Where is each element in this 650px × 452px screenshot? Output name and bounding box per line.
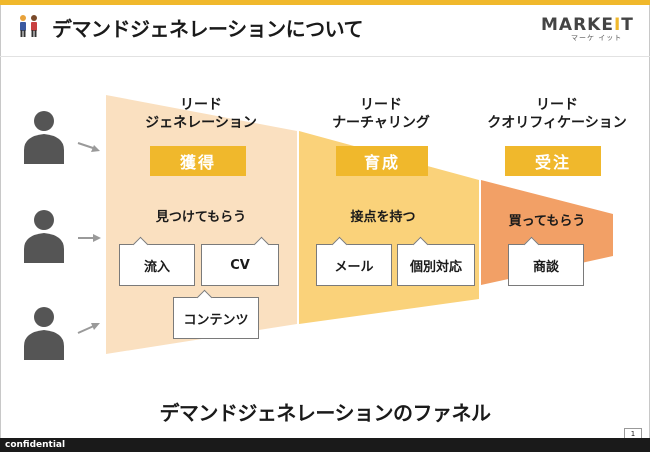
page-number: 1 — [624, 428, 642, 439]
tag-label: CV — [230, 257, 250, 273]
page-title: デマンドジェネレーションについて — [52, 17, 364, 41]
header-divider — [0, 56, 650, 57]
arrow-right-icon — [78, 234, 101, 242]
person-silhouette-icon — [24, 307, 64, 360]
tag-label: 商談 — [532, 259, 559, 275]
stage-subhead: 接点を持つ — [350, 210, 416, 225]
logo-subtitle: マーケ イット — [571, 34, 623, 42]
stage-title-line: リード — [535, 97, 578, 113]
tag-label: メール — [334, 259, 374, 275]
stage-title-lead-generation: リード ジェネレーション — [145, 96, 257, 132]
logo-text-end: T — [621, 15, 634, 35]
tag-label: 個別対応 — [409, 259, 462, 275]
footer-bar: confidential — [0, 438, 650, 452]
top-accent-bar — [0, 0, 650, 5]
funnel-caption: デマンドジェネレーションのファネル — [159, 401, 491, 425]
stage-subhead: 買ってもらう — [508, 214, 586, 229]
stage-subhead: 見つけてもらう — [155, 210, 247, 225]
logo-text: MARKE — [541, 15, 614, 35]
stage-title-line: リード — [360, 97, 402, 113]
tag-email: メール — [316, 236, 392, 286]
stage-title-line: クオリフィケーション — [487, 115, 627, 131]
person-silhouette-icon — [24, 210, 64, 263]
person-silhouette-icon — [24, 111, 64, 164]
arrow-right-icon — [77, 142, 100, 152]
tag-label: コンテンツ — [183, 312, 249, 328]
brand-logo: MARKEIT マーケ イット — [541, 16, 633, 44]
tag-label: 流入 — [143, 259, 170, 275]
tag-content: コンテンツ — [173, 289, 259, 339]
badge-order: 受注 — [505, 146, 601, 176]
arrow-right-icon — [77, 323, 100, 334]
stage-title-lead-qualification: リード クオリフィケーション — [487, 96, 626, 132]
badge-nurture: 育成 — [336, 146, 428, 176]
logo-accent: I — [613, 15, 622, 35]
tag-negotiation: 商談 — [508, 236, 584, 286]
tag-cv: CV — [201, 236, 279, 286]
tag-individual-support: 個別対応 — [397, 236, 475, 286]
stage-title-line: ジェネレーション — [145, 115, 257, 131]
stage-title-lead-nurturing: リード ナーチャリング — [332, 96, 430, 132]
stage-title-line: ナーチャリング — [332, 115, 430, 131]
badge-acquisition: 獲得 — [150, 146, 246, 176]
confidential-label: confidential — [5, 440, 66, 450]
stage-title-line: リード — [179, 97, 222, 113]
tag-inflow: 流入 — [119, 236, 195, 286]
people-icon — [20, 15, 37, 37]
